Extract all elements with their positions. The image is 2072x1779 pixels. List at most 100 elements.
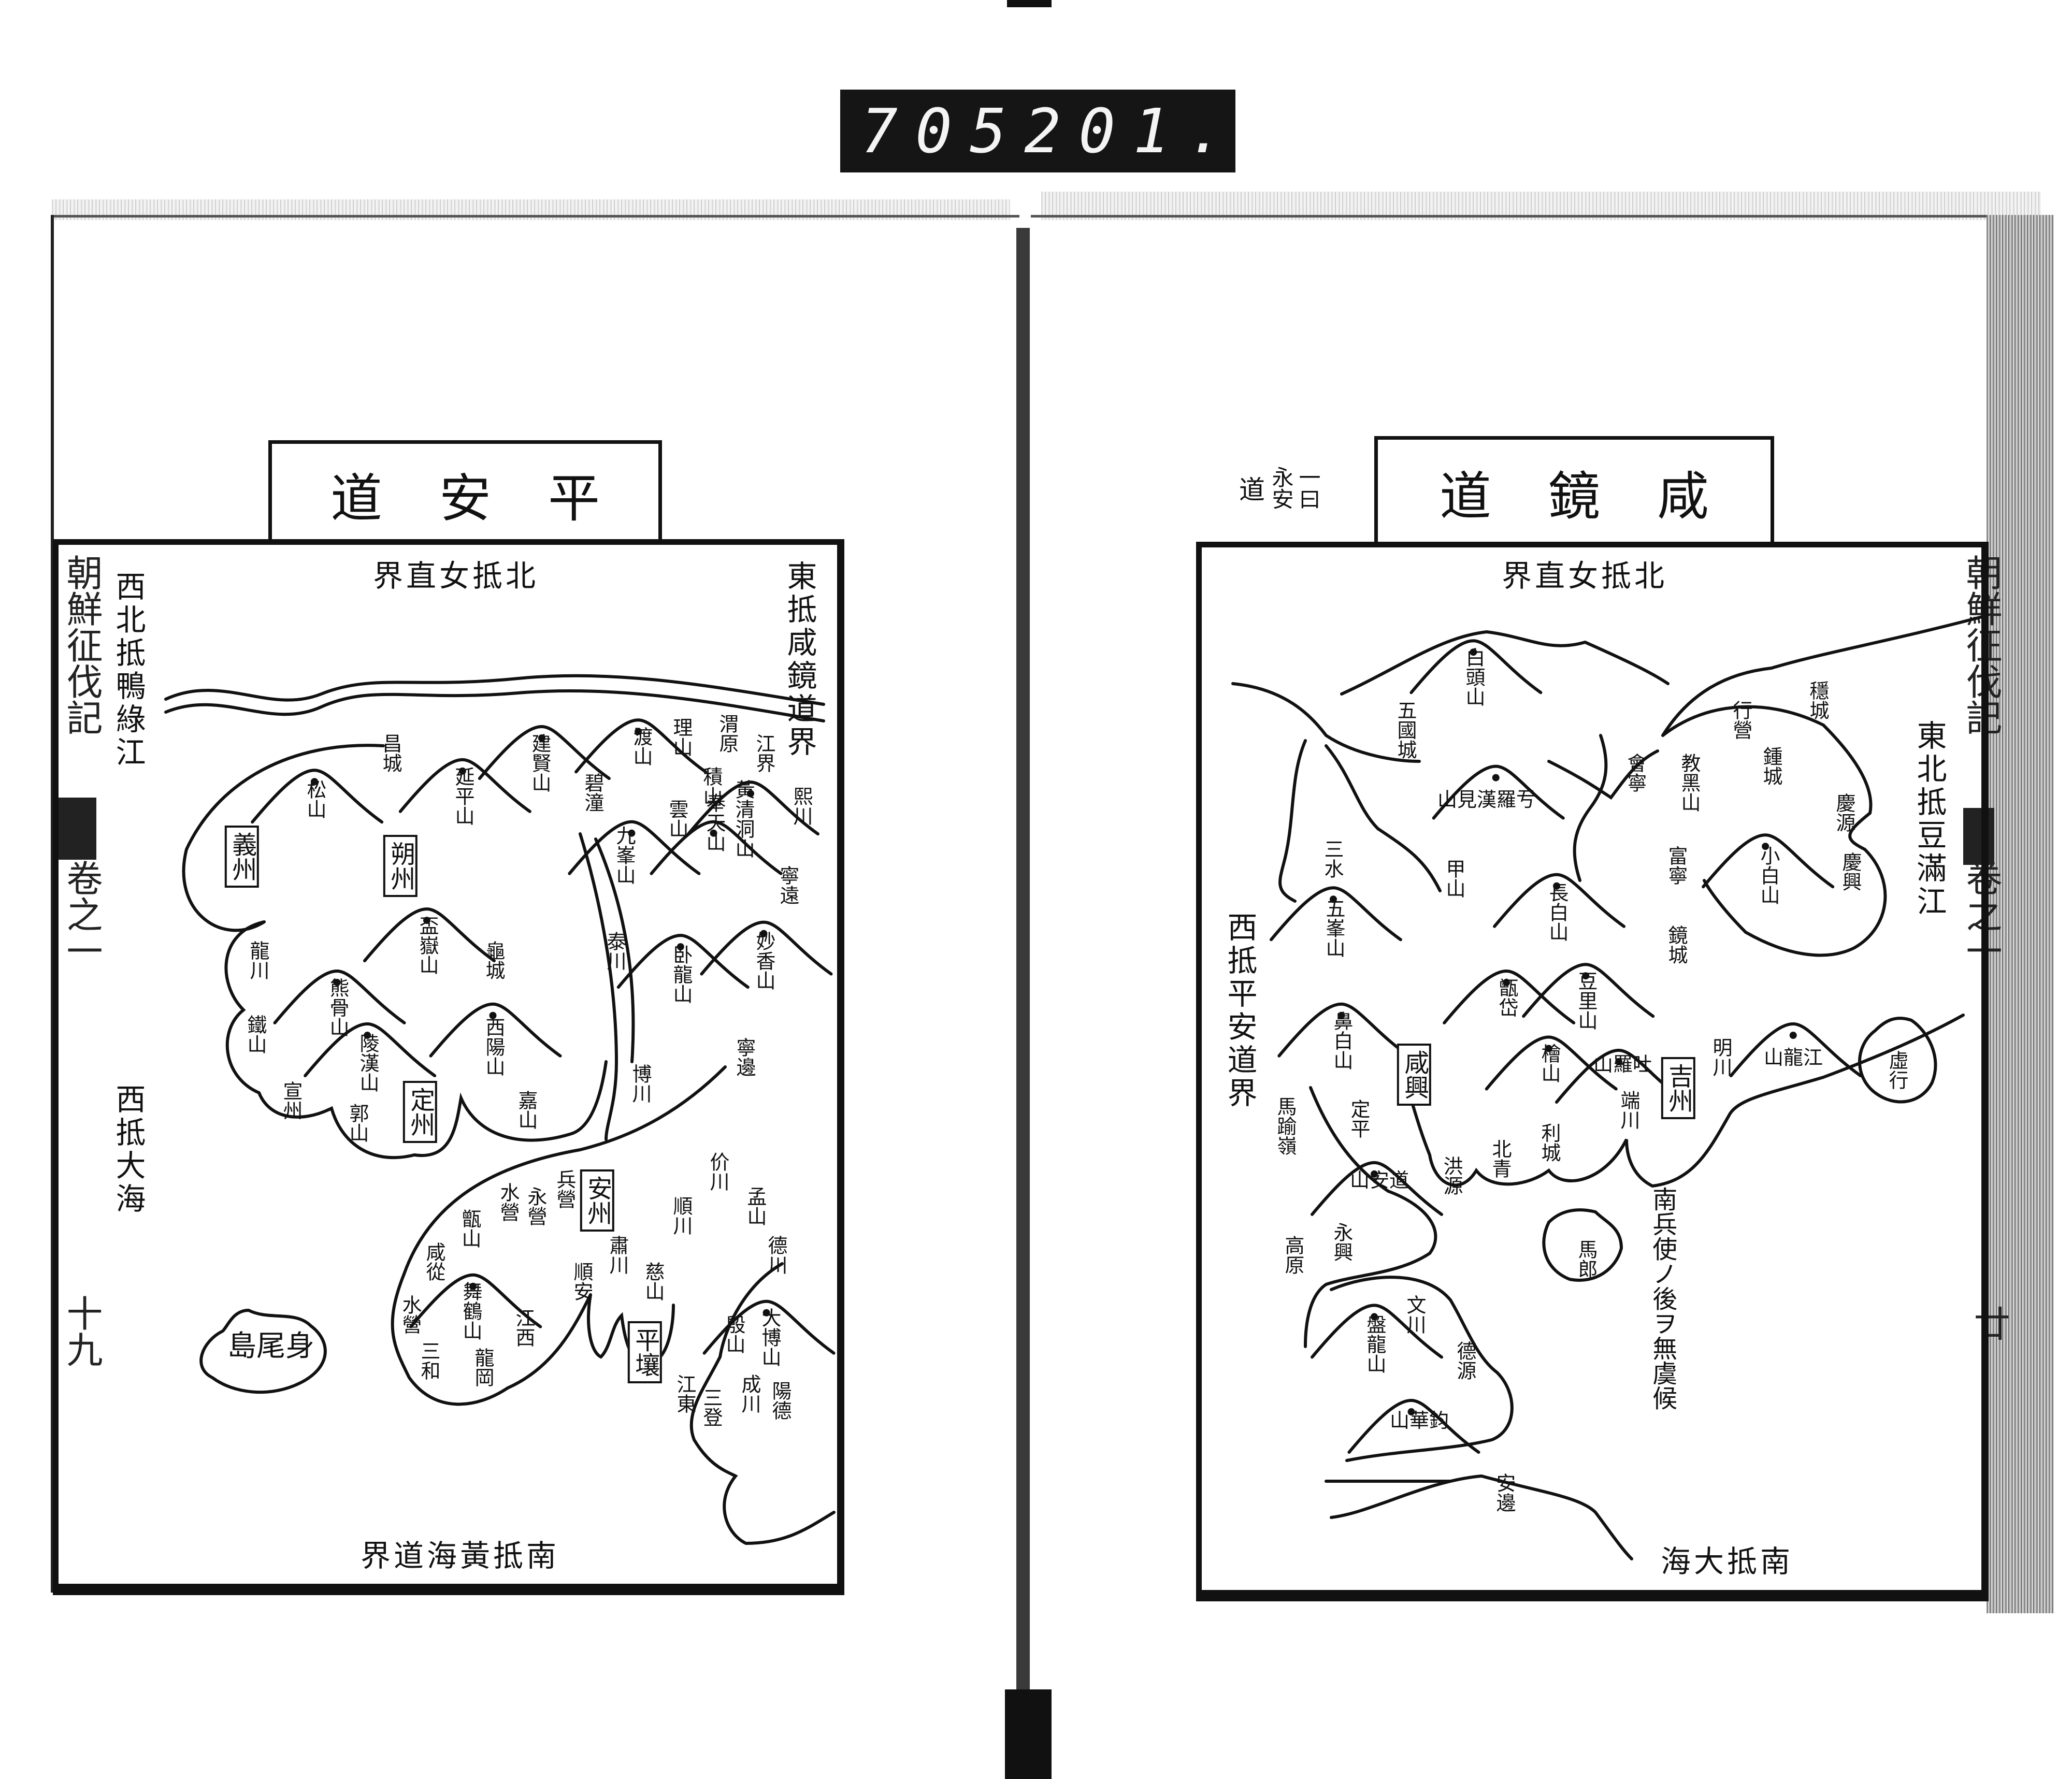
chongchon-river-b xyxy=(594,837,635,1063)
map-place-label: 鏡城 xyxy=(1664,925,1688,964)
map-place-label: 會寧 xyxy=(1623,753,1647,792)
southeast-coast-outline xyxy=(689,1262,836,1545)
mountain-peak xyxy=(1702,833,1835,889)
map-place-label: 鈞華山 xyxy=(1389,1409,1449,1432)
map-place-label: 黃清洞山 xyxy=(731,779,755,858)
alt-name-prefix: 一曰 xyxy=(1296,466,1321,510)
mountain-summit-dot xyxy=(1553,882,1561,890)
map-place-label: 九峯山 xyxy=(612,826,636,885)
mountain-peaks xyxy=(251,639,1862,1454)
map-place-label: 洪源 xyxy=(1440,1156,1463,1195)
map-place-label: 永營 xyxy=(524,1187,547,1226)
mountain-summit-dot xyxy=(677,943,684,951)
map-place-label: 安邊 xyxy=(1492,1473,1516,1512)
map-place-label: 泰川 xyxy=(603,931,626,971)
map-place-label: 渡山 xyxy=(629,727,653,766)
mountain-peak xyxy=(700,920,833,976)
mountain-peak xyxy=(1432,764,1565,820)
map-place-label: 龍岡 xyxy=(471,1348,494,1387)
map-place-label: 積山 xyxy=(699,766,723,806)
mountain-peak xyxy=(304,1022,437,1078)
map-place-label: 寧遠 xyxy=(776,865,799,905)
right-border-south: 南抵大海 xyxy=(1660,1544,1794,1579)
mountain-summit-dot xyxy=(1337,1011,1345,1019)
right-map-alt-name: 道 永安 一曰 xyxy=(1239,466,1321,510)
yalu-upper-branch-b xyxy=(1278,739,1307,903)
mountain-peak xyxy=(574,718,708,774)
map-place-label: 肅川 xyxy=(606,1235,629,1275)
left-margin-fishtail xyxy=(54,798,96,860)
map-place-label: 小白山 xyxy=(1757,846,1780,905)
yalu-upper-branch-a xyxy=(1231,682,1421,763)
map-place-boxed-town: 義州 xyxy=(224,826,260,888)
map-place-label: 江西 xyxy=(512,1308,535,1347)
map-place-label: 昌城 xyxy=(379,733,402,773)
map-place-label: 寧邊 xyxy=(732,1037,756,1077)
map-place-label: 盃嶽山 xyxy=(415,916,439,975)
map-place-label: 松山 xyxy=(303,779,326,819)
mountain-summit-dot xyxy=(333,978,341,986)
mountain-peak xyxy=(702,1299,836,1355)
mountain-peak xyxy=(1277,1002,1411,1058)
map-place-label: 熙川 xyxy=(789,786,813,826)
mountain-summit-dot xyxy=(762,1309,770,1317)
mountain-summit-dot xyxy=(311,778,319,786)
map-place-label: 鼻白山 xyxy=(1330,1011,1353,1070)
map-place-boxed-town: 平壤 xyxy=(627,1321,663,1383)
map-place-label: 江東 xyxy=(673,1374,696,1413)
right-map-title: 咸鏡道 xyxy=(1374,436,1774,544)
yalu-river-upper xyxy=(164,674,825,706)
mountain-summit-dot xyxy=(635,728,642,735)
map-place-label: 郭山 xyxy=(346,1103,369,1142)
map-place-label: 陵漢山 xyxy=(356,1033,379,1092)
right-map-bottom-rule xyxy=(1196,1590,1989,1601)
mountain-summit-dot xyxy=(1329,895,1337,903)
mountain-peak xyxy=(1729,1022,1862,1078)
map-place-label: 馬踰嶺 xyxy=(1273,1096,1297,1155)
map-place-label: 鍾城 xyxy=(1759,746,1782,786)
map-place-label: 三水 xyxy=(1320,839,1344,878)
mountain-peak xyxy=(650,820,783,875)
mountain-summit-dot xyxy=(458,767,466,775)
left-border-northwest: 西北抵鴨綠江 xyxy=(110,571,146,770)
mountain-peak xyxy=(616,934,750,989)
right-margin-fishtail xyxy=(1963,808,1994,865)
mountain-peak xyxy=(1347,1399,1480,1454)
northwest-region-outline xyxy=(182,744,385,932)
map-place-label: 延平山 xyxy=(451,766,474,826)
map-place-label: 殷山 xyxy=(722,1314,745,1354)
map-place-label: 北青 xyxy=(1488,1139,1512,1178)
hoeryong-river-b xyxy=(1547,749,1659,800)
mountain-peak xyxy=(1311,1161,1444,1216)
hamhung-river xyxy=(1304,1086,1437,1348)
map-place-boxed-town: 安州 xyxy=(580,1169,615,1232)
right-page-top-line xyxy=(1031,215,1989,218)
scan-frame-counter: 705 201. xyxy=(840,90,1235,172)
mountain-peak xyxy=(1555,1049,1688,1104)
mountain-peak xyxy=(686,780,819,836)
mountain-peak xyxy=(568,820,701,875)
mountain-peak xyxy=(1311,1304,1444,1359)
map-place-label: 陽德 xyxy=(768,1381,792,1420)
chongchon-river-a xyxy=(579,832,618,1141)
map-place-label: 白頭山 xyxy=(1462,647,1485,706)
mountain-peak xyxy=(251,769,384,824)
tumen-river-north xyxy=(1340,630,1670,696)
right-margin-folio: 廿 xyxy=(1968,1305,2010,1341)
right-map-note: 南兵使ノ後ヲ無虞候 xyxy=(1648,1187,1677,1410)
map-place-label: 甲山 xyxy=(1442,859,1465,898)
map-place-label: 亐羅漢見山 xyxy=(1437,788,1536,811)
map-place-boxed-town: 咸興 xyxy=(1397,1044,1432,1106)
mountain-peak xyxy=(409,1273,542,1328)
alt-name-name: 永安 xyxy=(1269,466,1294,510)
counter-right: 201. xyxy=(1024,95,1242,167)
map-place-label: 盤龍山 xyxy=(1363,1314,1386,1373)
map-place-label: 道安山 xyxy=(1349,1169,1409,1192)
mountain-summit-dot xyxy=(628,829,636,837)
map-place-label: 慈山 xyxy=(641,1262,665,1301)
marang-island-outline xyxy=(1542,1208,1623,1282)
map-place-label: 明川 xyxy=(1709,1037,1732,1077)
map-place-label: 卧龍山 xyxy=(669,945,693,1004)
